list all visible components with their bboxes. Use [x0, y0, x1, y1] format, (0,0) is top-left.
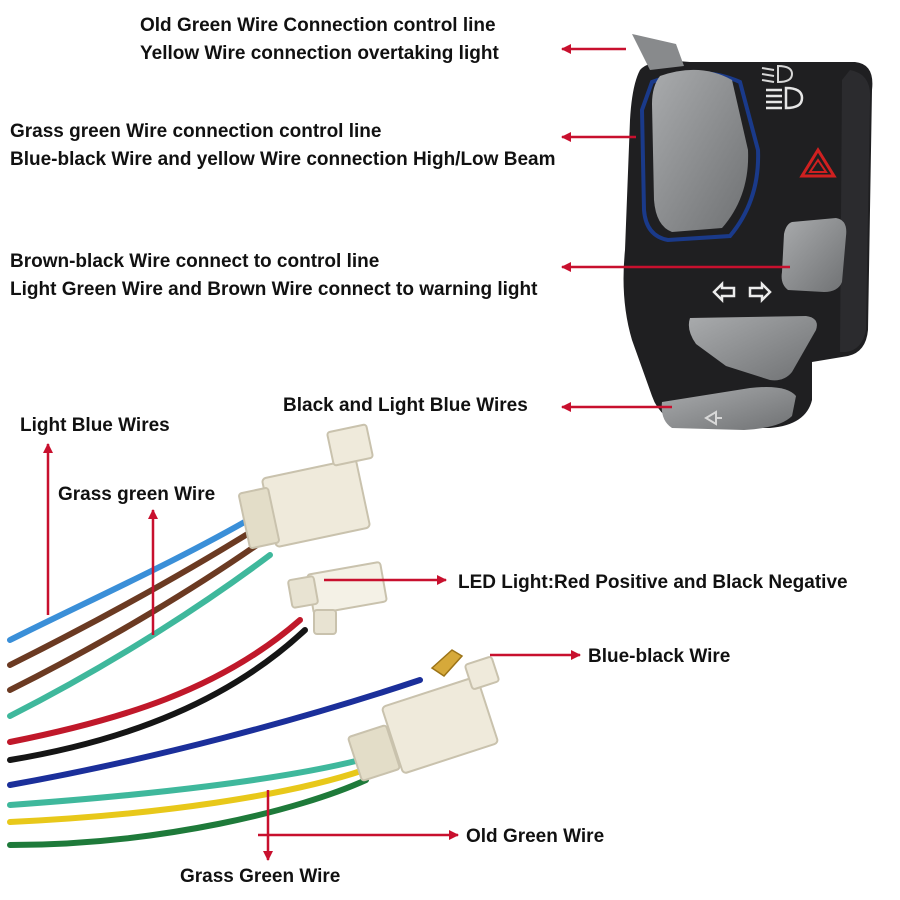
handlebar-switch — [623, 34, 873, 430]
wire-brown-1 — [7, 522, 265, 668]
light-blue-wires-label: Light Blue Wires — [20, 415, 170, 436]
turn-signal-button — [781, 218, 847, 292]
led-light-label: LED Light:Red Positive and Black Negativ… — [458, 572, 848, 593]
connector-led — [287, 561, 388, 635]
wire-harness — [7, 509, 423, 848]
horn-button — [661, 387, 796, 430]
turn-switch-label: Brown-black Wire connect to control line… — [10, 248, 537, 304]
lower-toggle-switch — [688, 316, 817, 381]
overtaking-lever — [632, 34, 684, 70]
wire-brown-2 — [7, 537, 267, 693]
callout-arrows — [43, 44, 790, 861]
top-switch-label-line1: Old Green Wire Connection control line — [140, 15, 496, 36]
beam-switch-label-line2: Blue-black Wire and yellow Wire connecti… — [10, 149, 556, 170]
hazard-warning-icon — [799, 147, 837, 178]
wire-yellow — [7, 767, 367, 825]
horn-switch-label: Black and Light Blue Wires — [283, 395, 528, 416]
connector-upper — [238, 423, 374, 549]
wire-teal-lower — [7, 757, 363, 808]
wire-blue-black — [7, 677, 423, 788]
turn-arrows-icon — [712, 280, 772, 304]
turn-switch-label-line2: Light Green Wire and Brown Wire connect … — [10, 279, 538, 300]
beam-switch-label: Grass green Wire connection control line… — [10, 118, 555, 174]
wire-green — [7, 777, 369, 848]
turn-switch-label-line1: Brown-black Wire connect to control line — [10, 251, 380, 272]
beam-switch-label-line1: Grass green Wire connection control line — [10, 121, 382, 142]
headlight-low-icon — [761, 64, 794, 84]
blue-black-wire-label: Blue-black Wire — [588, 646, 731, 667]
wire-teal — [7, 552, 273, 719]
horn-icon — [704, 410, 722, 426]
headlight-high-icon — [766, 86, 804, 110]
grass-green-wire-lower-label: Grass Green Wire — [180, 866, 341, 887]
blue-black-terminal — [430, 649, 464, 677]
wire-red-led — [7, 617, 303, 745]
top-switch-label: Old Green Wire Connection control line Y… — [140, 12, 499, 68]
connector-lower — [347, 649, 500, 782]
switch-side-shade — [840, 70, 871, 352]
wire-light-blue — [7, 509, 265, 643]
top-switch-label-line2: Yellow Wire connection overtaking light — [140, 43, 499, 64]
wire-black-led — [7, 627, 308, 763]
old-green-wire-label: Old Green Wire — [466, 826, 605, 847]
beam-rocker-button — [652, 69, 749, 232]
grass-green-wire-upper-label: Grass green Wire — [58, 484, 216, 505]
